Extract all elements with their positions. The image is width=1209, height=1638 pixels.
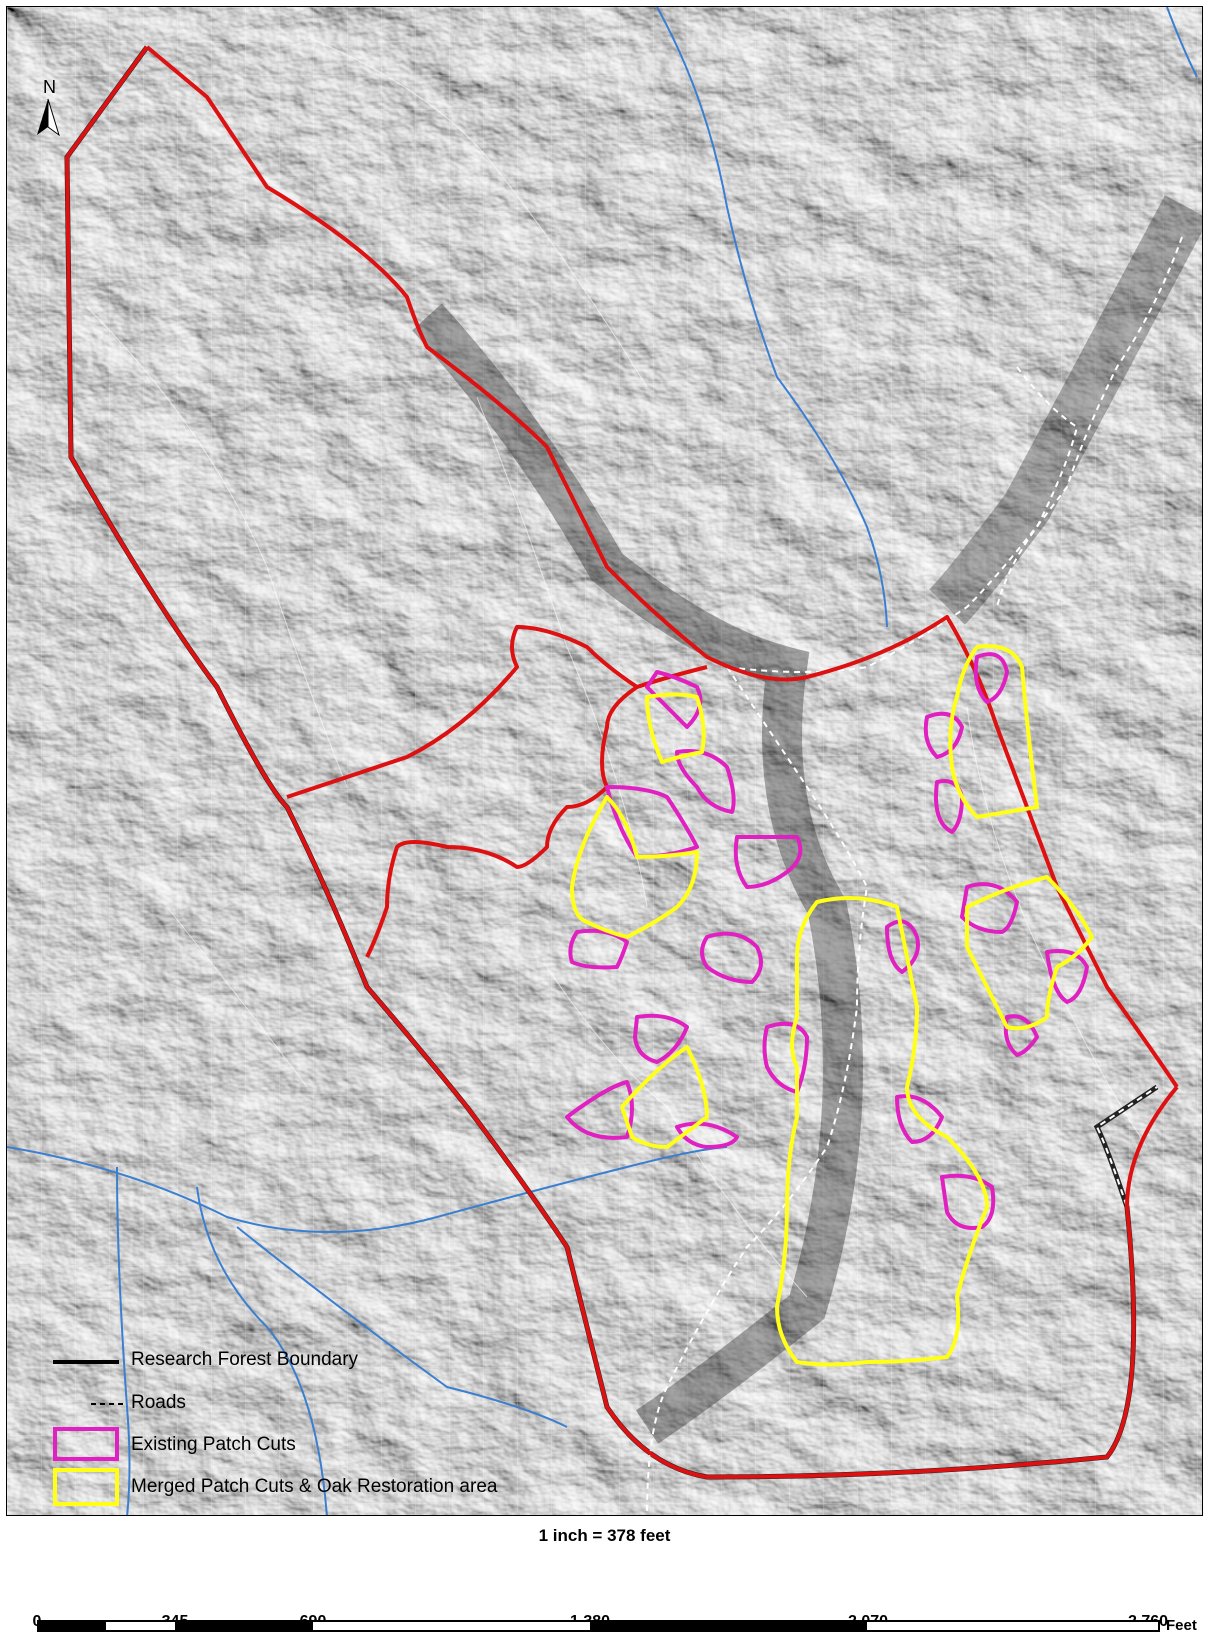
merged-patch-cut: [620, 1045, 709, 1149]
merged-patch-cut: [965, 875, 1094, 1031]
existing-patch-cut: [940, 1173, 996, 1230]
valley-shadow: [412, 303, 863, 1444]
legend-label-merged: Merged Patch Cuts & Oak Restoration area: [131, 1476, 498, 1497]
stream-north: [656, 7, 888, 628]
scale-bar: [37, 1620, 1160, 1632]
merged-patch-cut: [775, 896, 989, 1367]
existing-patch-cut: [733, 835, 803, 889]
existing-patch-cut: [675, 749, 736, 814]
existing-patch-cut: [1045, 949, 1089, 1004]
legend-symbols: [53, 1360, 125, 1506]
legend-label-existing: Existing Patch Cuts: [131, 1434, 296, 1455]
legend-label-boundary: Research Forest Boundary: [131, 1349, 359, 1370]
stream-southwest-main: [7, 1146, 728, 1233]
existing-patch-cut: [633, 1013, 689, 1064]
scale-caption: 1 inch = 378 feet: [538, 1526, 671, 1545]
road-east: [726, 236, 1183, 673]
existing-patch-cut: [605, 785, 699, 859]
map-frame[interactable]: N Research Forest Boundary Roads Existin…: [6, 6, 1203, 1516]
legend-symbol-existing: [53, 1427, 119, 1461]
merged-patch-cut: [948, 644, 1039, 819]
road-valley: [646, 666, 869, 1515]
stream-northeast: [1166, 7, 1198, 78]
legend-symbol-merged: [53, 1468, 119, 1506]
stream-south-branch: [196, 1186, 328, 1515]
existing-patch-cuts: [565, 652, 1089, 1230]
legend-label-roads: Roads: [131, 1392, 186, 1413]
hillshade-map: [7, 7, 1202, 1515]
existing-patch-cut: [1003, 1014, 1039, 1057]
existing-patch-cut: [675, 1121, 739, 1149]
boundary-inner-west: [286, 625, 639, 958]
stream-southwest-branch: [116, 1166, 131, 1515]
existing-patch-cut: [895, 1094, 944, 1144]
merged-patch-cut: [570, 795, 699, 939]
stream-south-branch-2: [236, 1226, 568, 1428]
existing-patch-cut: [565, 1080, 634, 1140]
existing-patch-cut: [885, 919, 920, 974]
road-branch: [996, 366, 1079, 608]
existing-patch-cut: [934, 779, 964, 834]
merged-patch-cuts: [570, 644, 1094, 1367]
existing-patch-cut: [973, 652, 1009, 704]
grid-lines: [7, 7, 1202, 1515]
research-forest-boundary: [65, 45, 1179, 1479]
north-label: N: [43, 77, 56, 97]
existing-patch-cut: [923, 711, 964, 759]
merged-patch-cut: [645, 692, 706, 764]
scale-unit-label: Feet: [1166, 1617, 1197, 1634]
existing-patch-cut: [700, 931, 763, 984]
north-arrow-icon: [37, 98, 60, 137]
streams: [7, 7, 1198, 1515]
valley-shadow: [929, 195, 1202, 625]
existing-patch-cut: [960, 882, 1019, 934]
